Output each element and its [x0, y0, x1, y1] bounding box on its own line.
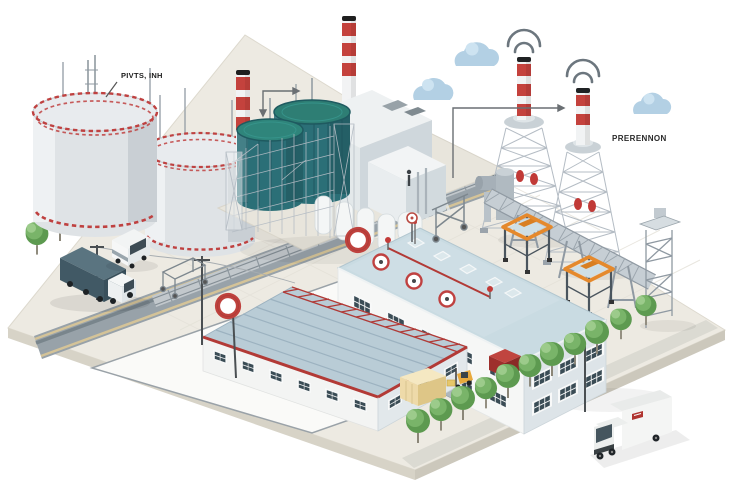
person [406, 169, 412, 186]
towers-label: PRERENNON [612, 134, 667, 143]
scaffolding [225, 123, 355, 238]
conveyor-tube [484, 188, 656, 290]
vehicles [50, 229, 690, 468]
annotations: PIVTS, INH PRERENNON [105, 71, 667, 178]
roof-red-line [387, 247, 491, 298]
label-leader-line [105, 81, 118, 98]
cloud-icon [633, 92, 672, 114]
gantry-crane-1 [501, 213, 553, 274]
box-van [106, 229, 158, 272]
trestle-rack [431, 193, 469, 243]
roof-ridge-lattice [282, 286, 468, 353]
gantry-cranes [501, 213, 615, 316]
process-tank-front [236, 98, 304, 211]
wire-cart [159, 257, 209, 300]
round-sign [216, 294, 240, 318]
sign-post [216, 294, 240, 379]
small-road-sign [406, 212, 418, 242]
storage-tanks [31, 55, 296, 257]
roof-vents [372, 253, 456, 308]
tanks-label: PIVTS, INH [121, 71, 163, 80]
roof-red-trim [202, 335, 379, 399]
round-sign-roof [346, 228, 370, 252]
elbow-arrow-factory [258, 86, 301, 118]
elbow-arrow-tower [452, 103, 566, 178]
roof-skylights [406, 237, 523, 299]
delivery-truck [590, 390, 690, 468]
semi-truck [50, 247, 150, 312]
cloud-icon [413, 77, 454, 100]
forklift [446, 368, 473, 390]
storage-tank-1 [31, 55, 159, 237]
process-plant [216, 16, 507, 264]
clouds [413, 42, 672, 114]
street-furniture [90, 169, 586, 412]
gantry-crane-2 [563, 255, 615, 316]
cloud-icon [454, 42, 499, 66]
